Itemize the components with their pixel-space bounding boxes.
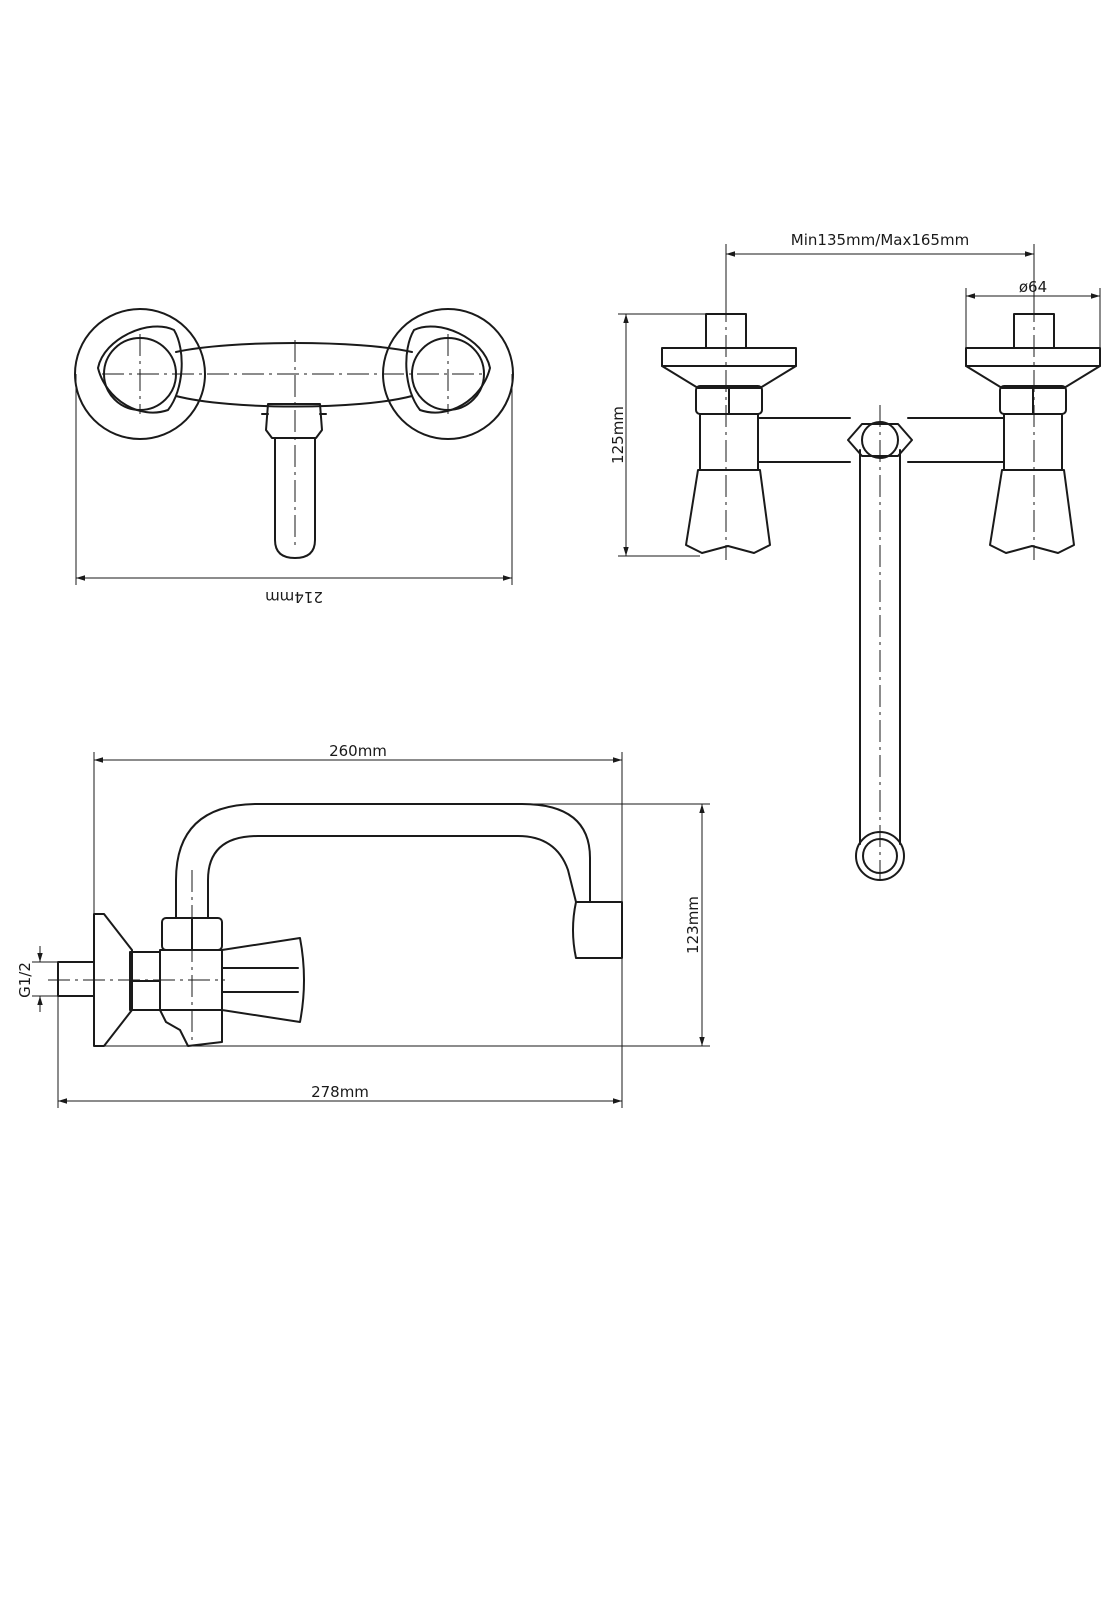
- side-view: 260mm 123mm G1/2 278mm: [16, 742, 710, 1108]
- top-view: 214mm: [74, 308, 514, 606]
- side-height-label: 123mm: [684, 896, 702, 954]
- thread-label: G1/2: [16, 962, 34, 998]
- overall-length-label: 278mm: [311, 1083, 369, 1101]
- front-view: Min135mm/Max165mm ø64 125mm: [609, 231, 1101, 881]
- spout-length-label: 260mm: [329, 742, 387, 760]
- front-height-label: 125mm: [609, 406, 627, 464]
- center-distance-label: Min135mm/Max165mm: [791, 231, 969, 249]
- diameter-label: ø64: [1019, 278, 1047, 296]
- top-width-label: 214mm: [265, 588, 323, 606]
